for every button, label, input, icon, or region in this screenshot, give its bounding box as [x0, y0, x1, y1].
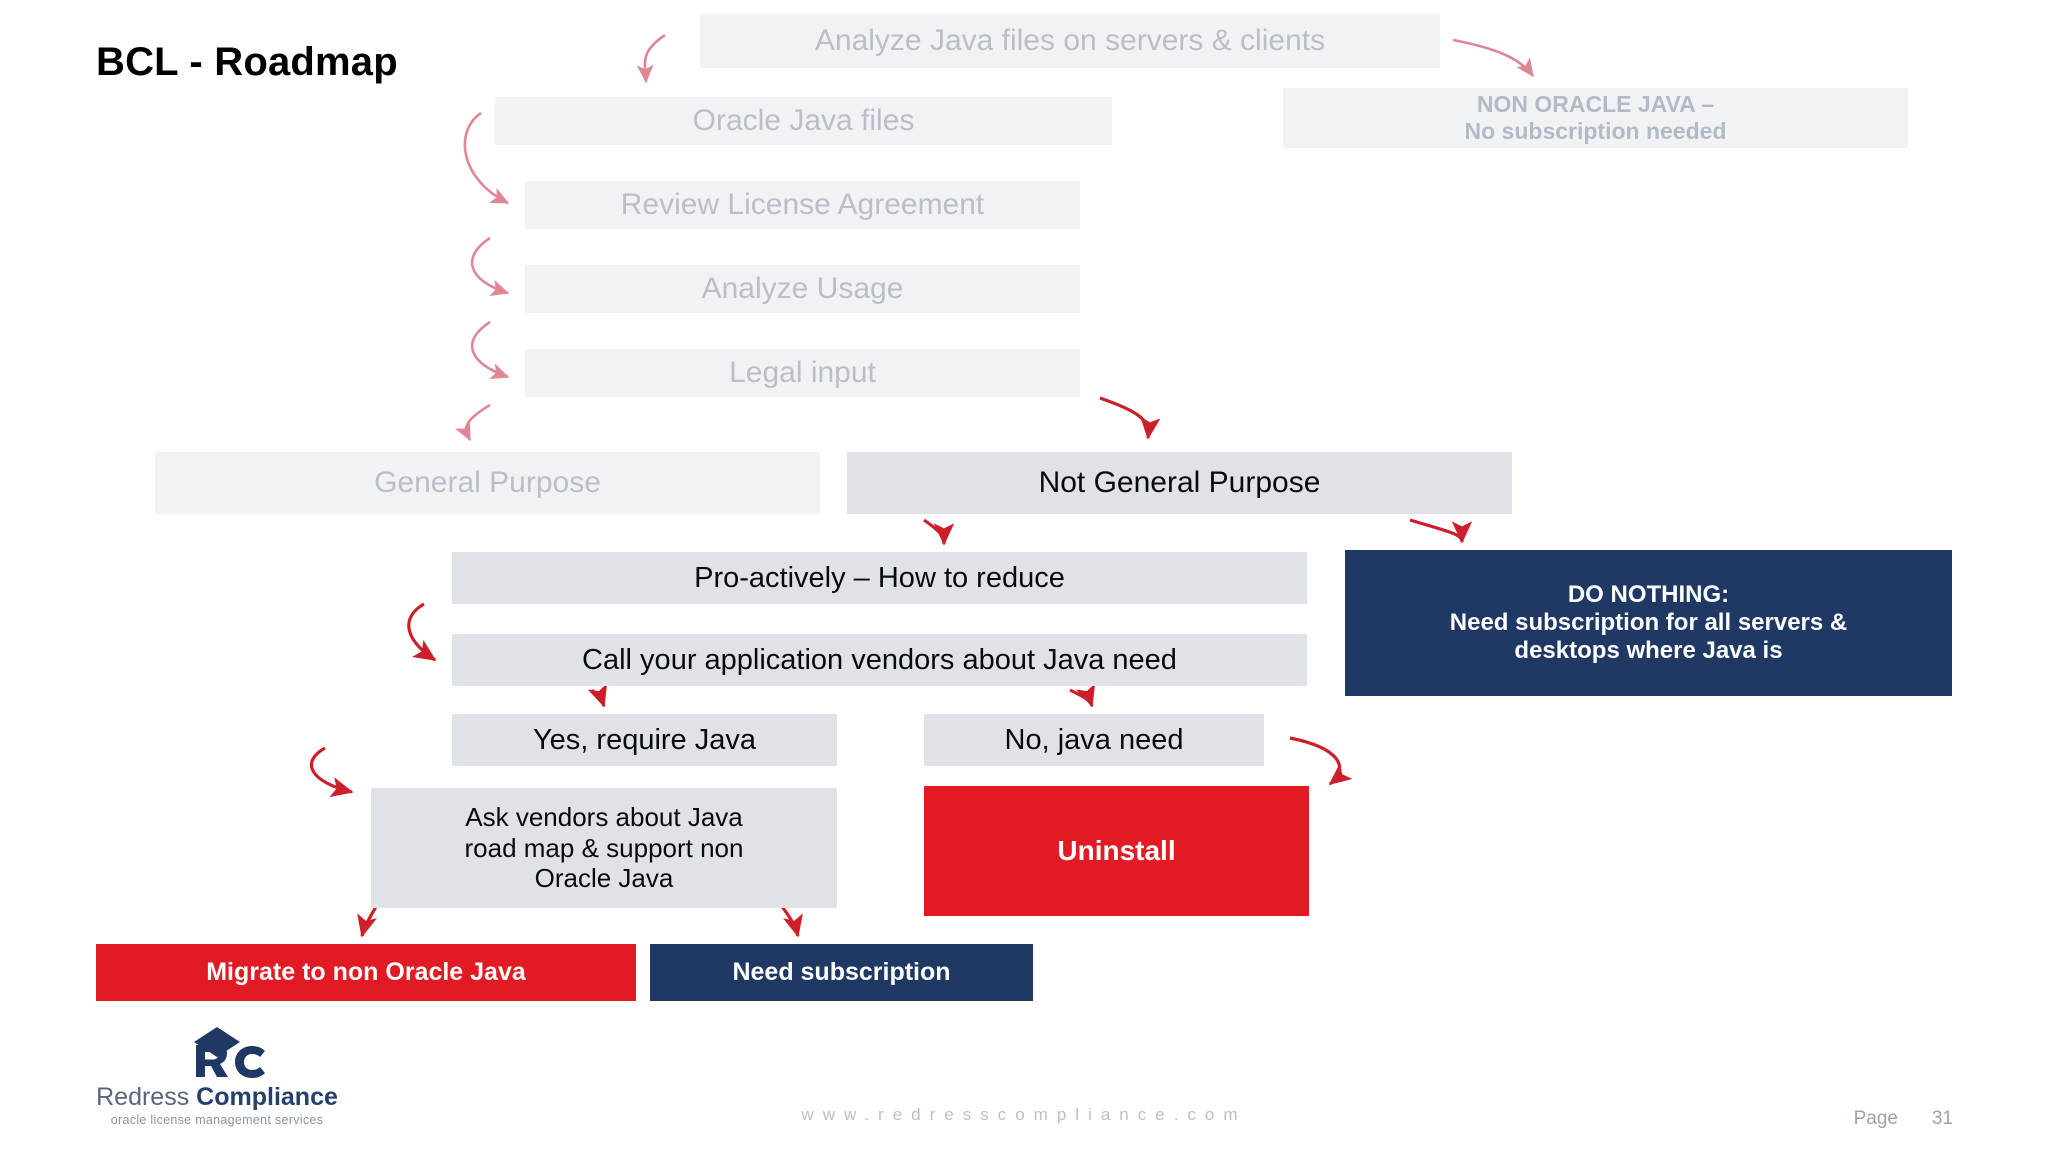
flow-node-label: Analyze Usage: [701, 272, 904, 306]
flow-node-label: NON ORACLE JAVA – No subscription needed: [1464, 90, 1727, 144]
page-label: Page: [1853, 1108, 1898, 1129]
flow-node-label: Legal input: [729, 356, 876, 390]
flow-arrow-legal-to-general: [455, 403, 491, 442]
flow-arrow-legal-to-notgeneral: [1099, 396, 1161, 440]
flow-node-label: Need subscription: [732, 957, 951, 986]
flow-node-not-general-purpose[interactable]: Not General Purpose: [847, 452, 1512, 514]
flow-node-non-oracle-java[interactable]: NON ORACLE JAVA – No subscription needed: [1283, 88, 1908, 148]
flow-node-label: Yes, require Java: [532, 723, 756, 756]
flow-arrow-no-to-uninstall: [1289, 736, 1353, 786]
flow-node-label: Not General Purpose: [1038, 466, 1321, 500]
flow-arrow-usage-to-legal: [470, 320, 510, 380]
flow-node-uninstall[interactable]: Uninstall: [924, 786, 1309, 916]
flow-node-yes-require-java[interactable]: Yes, require Java: [452, 714, 837, 766]
flow-node-migrate-non-oracle-java[interactable]: Migrate to non Oracle Java: [96, 944, 636, 1001]
flow-node-legal-input[interactable]: Legal input: [525, 349, 1080, 397]
flow-node-label: Migrate to non Oracle Java: [206, 957, 526, 986]
flow-node-label: DO NOTHING: Need subscription for all se…: [1449, 580, 1848, 665]
flow-node-call-vendors[interactable]: Call your application vendors about Java…: [452, 634, 1307, 686]
flow-node-label: Pro-actively – How to reduce: [694, 561, 1065, 594]
flow-arrow-notgeneral-to-proactive: [923, 518, 955, 546]
logo-name-light: Redress: [96, 1083, 190, 1111]
flow-node-label: Oracle Java files: [692, 104, 915, 138]
flow-arrow-yes-to-ask: [310, 746, 354, 798]
flow-node-analyze-usage[interactable]: Analyze Usage: [525, 265, 1080, 313]
flow-arrow-call-to-no: [1069, 683, 1096, 708]
flow-node-no-java-need[interactable]: No, java need: [924, 714, 1264, 766]
flow-node-analyze-java-files[interactable]: Analyze Java files on servers & clients: [700, 14, 1440, 68]
flow-node-oracle-java-files[interactable]: Oracle Java files: [495, 97, 1112, 145]
page-title: BCL - Roadmap: [96, 40, 398, 84]
flow-node-label: General Purpose: [374, 466, 601, 500]
flow-arrow-analyze-to-nonoracle: [1452, 38, 1535, 78]
flow-node-label: Call your application vendors about Java…: [582, 643, 1177, 676]
flow-arrow-review-to-usage: [470, 236, 510, 296]
flow-node-label: Analyze Java files on servers & clients: [814, 24, 1326, 58]
flow-arrow-analyze-to-oracle: [636, 33, 666, 84]
flow-node-pro-actively-reduce[interactable]: Pro-actively – How to reduce: [452, 552, 1307, 604]
rc-monogram-icon: [194, 1027, 265, 1078]
flow-arrow-proactive-to-call: [407, 602, 437, 662]
flow-node-ask-vendors-roadmap[interactable]: Ask vendors about Java road map & suppor…: [371, 788, 837, 908]
flow-node-label: No, java need: [1004, 723, 1184, 756]
flow-arrow-call-to-yes: [587, 683, 608, 708]
page-number: 31: [1931, 1108, 1953, 1129]
flow-node-need-subscription[interactable]: Need subscription: [650, 944, 1033, 1001]
flow-node-label: Review License Agreement: [620, 188, 985, 222]
flow-arrow-notgeneral-to-donothing: [1409, 518, 1473, 544]
redress-compliance-logo: Redress Compliance oracle license manage…: [92, 1025, 342, 1135]
flow-node-general-purpose[interactable]: General Purpose: [155, 452, 820, 514]
logo-name-bold: Compliance: [196, 1083, 338, 1111]
logo-tagline: oracle license management services: [110, 1113, 324, 1127]
logo-wordmark: Redress Compliance: [92, 1083, 342, 1112]
flow-node-do-nothing[interactable]: DO NOTHING: Need subscription for all se…: [1345, 550, 1952, 696]
footer-website: www.redresscompliance.com: [801, 1105, 1247, 1124]
flow-node-label: Ask vendors about Java road map & suppor…: [464, 801, 744, 894]
flow-node-review-license-agreement[interactable]: Review License Agreement: [525, 181, 1080, 229]
flow-node-label: Uninstall: [1057, 835, 1176, 867]
